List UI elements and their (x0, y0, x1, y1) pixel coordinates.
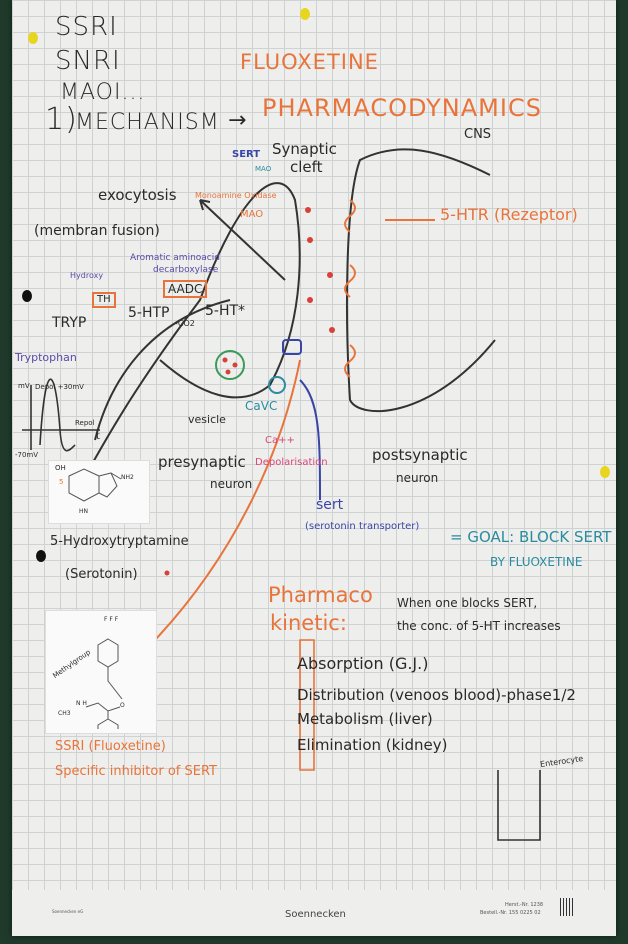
brand-logo: Soennecken (285, 909, 346, 920)
title-snri: SNRI (55, 46, 121, 76)
title-maoi: MAOI... (60, 80, 146, 105)
five-label: 5 (59, 478, 64, 486)
pin-icon (300, 8, 310, 20)
graph-repol-label: Repol (75, 419, 95, 427)
graph-arrow (94, 299, 231, 441)
title-ssri: SSRI (55, 12, 118, 42)
aadc-box: AADC (163, 280, 208, 298)
ch3-label: CH3 (58, 710, 71, 717)
decarboxylase-label: decarboxylase (153, 265, 219, 275)
graph-t-label: t (96, 431, 100, 442)
receptor-label: 5-HTR (Rezeptor) (440, 205, 578, 224)
membran-fusion-label: (membran fusion) (34, 223, 160, 239)
postsynaptic-membrane (346, 148, 496, 413)
postsynaptic-neuron-label: neuron (396, 471, 439, 485)
pin-icon (36, 550, 46, 562)
pin-icon (28, 32, 38, 44)
serotonin-structure: OH 5 NH2 HN (48, 460, 150, 524)
vesicle-label: vesicle (188, 413, 226, 426)
pk-metabolism: Metabolism (liver) (297, 710, 433, 728)
flipchart-paper (12, 0, 616, 936)
co2-label: -CO2 (175, 319, 195, 328)
graph-mv-label: mV (18, 382, 30, 390)
mechanism-heading: MECHANISM (75, 110, 220, 135)
hydroxy-label: Hydroxy (70, 271, 104, 280)
exocytosis-arrow (199, 199, 286, 281)
hn-label: HN (79, 508, 88, 515)
pharmaco-heading: Pharmaco (268, 583, 373, 607)
specific-inhibitor-label: Specific inhibitor of SERT (55, 764, 217, 779)
company-text: Soennecken eG (52, 909, 84, 914)
pk-absorption: Absorption (G.J.) (297, 654, 429, 673)
sert-label: sert (316, 497, 344, 513)
sert-small-label: SERT (232, 149, 261, 160)
presynaptic-label: presynaptic (158, 453, 246, 471)
note-line-1: When one blocks SERT, (397, 596, 538, 610)
fluoxetine-structure: Methylgroup F F F CH3 N H O (45, 610, 157, 734)
cavc-label: CaVC (245, 399, 278, 413)
pharmacodynamics-heading: PHARMACODYNAMICS (262, 94, 542, 122)
sert-full-label: (serotonin transporter) (305, 521, 420, 532)
pin-icon (600, 466, 610, 478)
tryp-label: TRYP (52, 315, 87, 331)
section-number: 1) (45, 102, 78, 137)
drug-title: FLUOXETINE (240, 50, 379, 74)
oh-label: OH (55, 464, 66, 472)
5ht-label: 5-HT* (205, 303, 246, 319)
graph-rest-label: -70mV (15, 451, 39, 459)
pk-elimination: Elimination (kidney) (297, 736, 448, 754)
pk-distribution: Distribution (venoos blood)-phase1/2 (297, 686, 576, 704)
calcium-label: Ca++ (265, 435, 295, 446)
depolarisation-label: Depolarisation (255, 457, 328, 468)
5htp-label: 5-HTP (128, 305, 170, 321)
herst-number: Herst.-Nr. 1238 (505, 902, 544, 908)
sert-arrow (299, 379, 321, 501)
presynaptic-membrane (74, 182, 301, 496)
ssri-fluoxetine-label: SSRI (Fluoxetine) (55, 739, 166, 754)
presynaptic-neuron-label: neuron (210, 477, 253, 491)
th-box: TH (92, 292, 116, 308)
serotonin-name: 5-Hydroxytryptamine (50, 534, 189, 549)
pin-icon (22, 290, 32, 302)
paper-footer (12, 890, 616, 936)
kinetic-heading: kinetic: (270, 611, 347, 635)
aromatic-label: Aromatic aminoacid (130, 253, 220, 263)
cns-label: CNS (464, 127, 492, 142)
goal-label: = GOAL: BLOCK SERT (450, 528, 612, 546)
mao-small-label: MAO (255, 165, 272, 173)
cf3-label: F F F (104, 616, 119, 623)
o-label: O (120, 702, 125, 709)
bestell-number: Bestell.-Nr. 155 0225 02 (480, 910, 541, 916)
monoamine-oxidase-label: Monoamine Oxidase (195, 191, 277, 200)
barcode (560, 898, 574, 916)
graph-depol-label: Depol +30mV (35, 383, 84, 391)
cleft-label: cleft (290, 158, 323, 176)
note-line-2: the conc. of 5-HT increases (397, 619, 561, 633)
postsynaptic-label: postsynaptic (372, 446, 468, 464)
goal-fluoxetine-label: BY FLUOXETINE (490, 555, 583, 569)
mao-label: MAO (240, 209, 264, 220)
tryptophan-label: Tryptophan (15, 351, 77, 364)
synaptic-label: Synaptic (272, 140, 337, 158)
arrow-icon: → (228, 108, 247, 133)
exocytosis-label: exocytosis (98, 186, 177, 204)
nh-label: N H (76, 700, 87, 707)
nh2-label: NH2 (121, 474, 134, 481)
serotonin-alias: (Serotonin) (65, 567, 138, 582)
fluoxetine-arrow (154, 359, 301, 641)
